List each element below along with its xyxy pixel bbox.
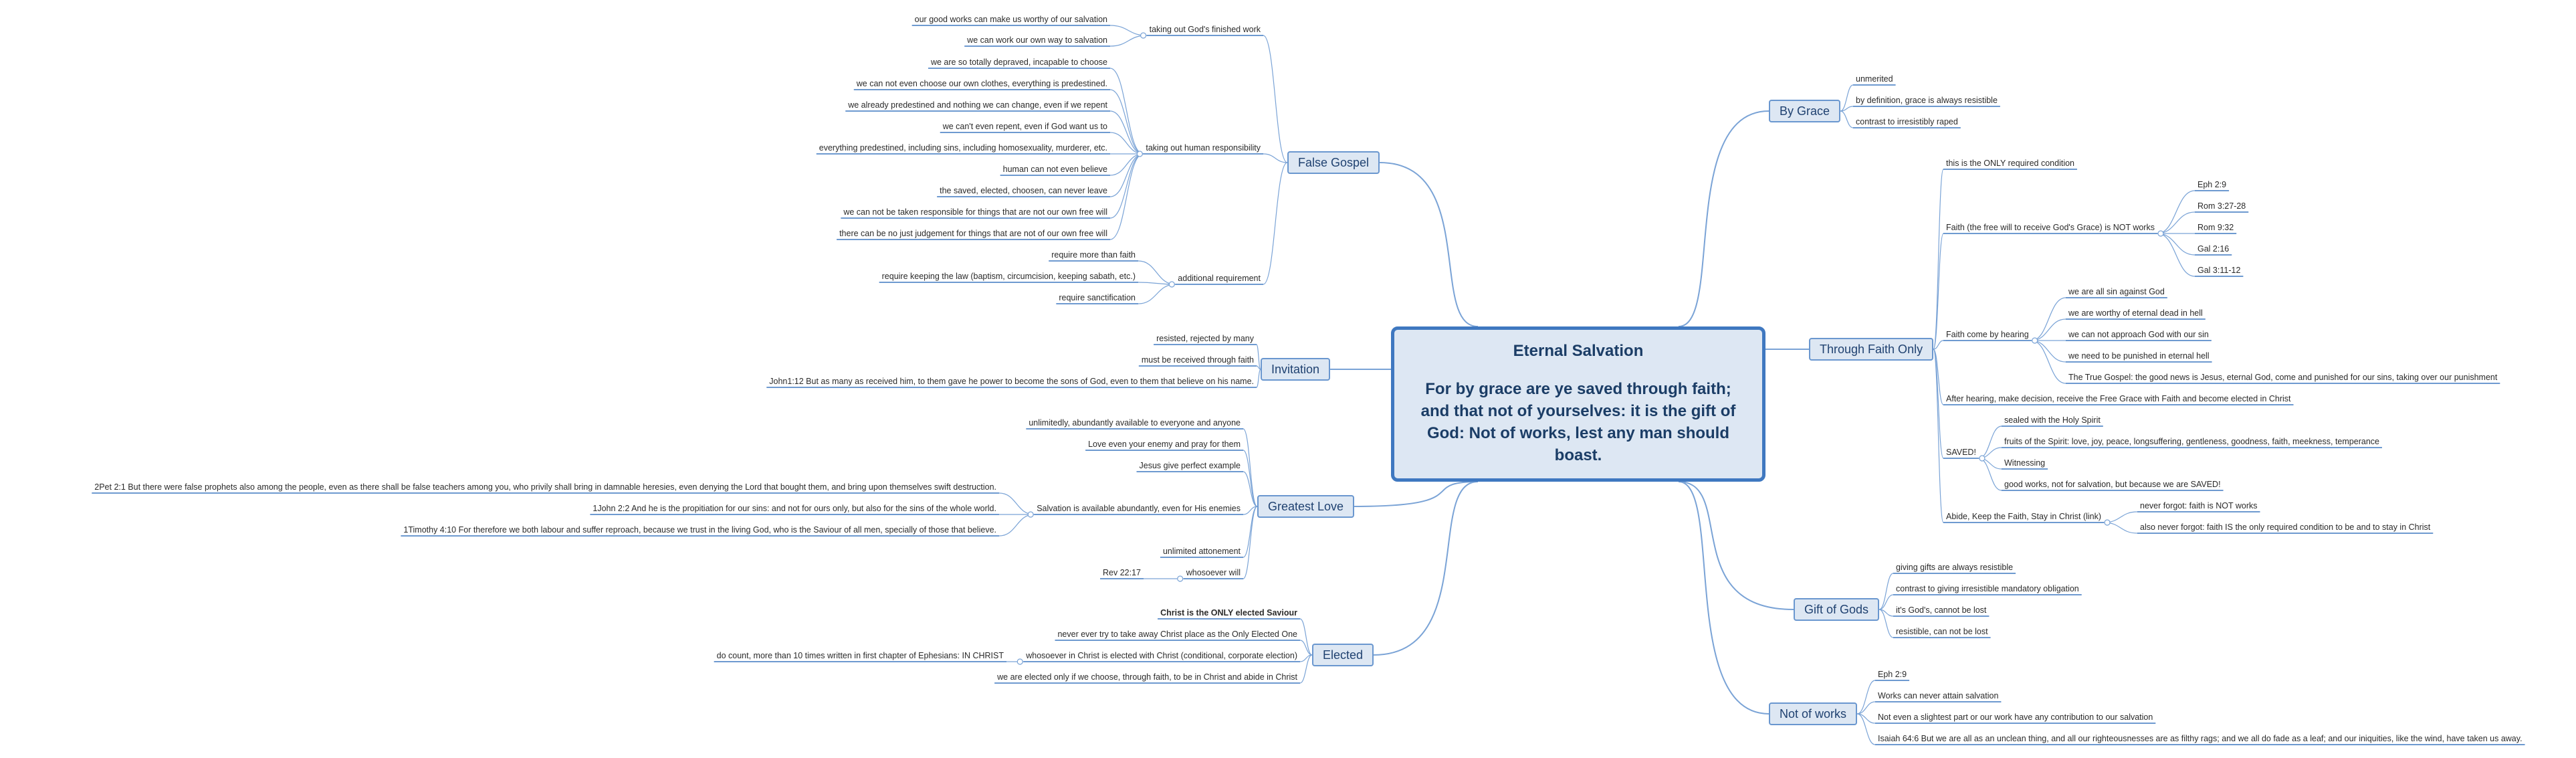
leaf-works-never-attain[interactable]: Works can never attain salvation <box>1878 691 1999 700</box>
leaf-john-1-12[interactable]: John1:12 But as many as received him, to… <box>769 377 1254 386</box>
leaf-need-punished[interactable]: we need to be punished in eternal hell <box>2068 351 2210 361</box>
leaf-contrast-raped[interactable]: contrast to irresistibly raped <box>1856 117 1958 126</box>
leaf-faith-not-works-reminder[interactable]: never forgot: faith is NOT works <box>2140 501 2258 510</box>
topic-invitation[interactable]: Invitation <box>1261 358 1331 381</box>
subtopic-taking-out-human-responsibility[interactable]: taking out human responsibility <box>1146 143 1261 153</box>
central-topic[interactable]: Eternal Salvation For by grace are ye sa… <box>1391 326 1765 482</box>
leaf-more-than-faith[interactable]: require more than faith <box>1051 250 1136 260</box>
leaf-never-take-away[interactable]: never ever try to take away Christ place… <box>1057 630 1297 639</box>
leaf-never-leave[interactable]: the saved, elected, choosen, can never l… <box>940 186 1107 195</box>
leaf-cannot-repent[interactable]: we can't even repent, even if God want u… <box>942 122 1107 131</box>
leaf-totally-depraved[interactable]: we are so totally depraved, incapable to… <box>930 58 1107 67</box>
leaf-true-gospel[interactable]: The True Gospel: the good news is Jesus,… <box>2068 373 2498 382</box>
leaf-faith-only-condition[interactable]: also never forgot: faith IS the only req… <box>2140 523 2431 532</box>
leaf-gal-2-16[interactable]: Gal 2:16 <box>2197 244 2230 254</box>
subtopic-additional-requirement[interactable]: additional requirement <box>1178 274 1261 283</box>
leaf-work-own-way[interactable]: we can work our own way to salvation <box>967 35 1107 45</box>
topic-not-of-works[interactable]: Not of works <box>1769 702 1858 725</box>
leaf-after-hearing[interactable]: After hearing, make decision, receive th… <box>1946 394 2291 403</box>
central-topic-verse: For by grace are ye saved through faith;… <box>1420 380 1736 464</box>
leaf-cannot-approach[interactable]: we can not approach God with our sin <box>2068 330 2209 339</box>
leaf-elected-if-choose[interactable]: we are elected only if we choose, throug… <box>997 672 1297 682</box>
leaf-rom-9-32[interactable]: Rom 9:32 <box>2197 223 2234 232</box>
topic-through-faith-only[interactable]: Through Faith Only <box>1809 338 1934 361</box>
leaf-sanctification[interactable]: require sanctification <box>1059 293 1136 302</box>
leaf-unlimitedly-available[interactable]: unlimitedly, abundantly available to eve… <box>1029 418 1241 428</box>
subtopic-whosoever-in-christ[interactable]: whosoever in Christ is elected with Chri… <box>1026 651 1297 660</box>
leaf-resistible-not-lost[interactable]: resistible, can not be lost <box>1896 627 1988 636</box>
leaf-grace-resistible[interactable]: by definition, grace is always resistibl… <box>1856 96 1998 105</box>
subtopic-faith-by-hearing[interactable]: Faith come by hearing <box>1946 330 2029 339</box>
subtopic-faith-not-works[interactable]: Faith (the free will to receive God's Gr… <box>1946 223 2155 232</box>
leaf-fruits-spirit[interactable]: fruits of the Spirit: love, joy, peace, … <box>2004 437 2379 446</box>
subtopic-saved[interactable]: SAVED! <box>1946 448 1976 457</box>
leaf-christ-only-elected[interactable]: Christ is the ONLY elected Saviour <box>1160 608 1297 618</box>
leaf-not-responsible[interactable]: we can not be taken responsible for thin… <box>843 207 1107 217</box>
topic-elected[interactable]: Elected <box>1312 644 1374 666</box>
leaf-cannot-be-lost[interactable]: it's God's, cannot be lost <box>1896 605 1987 615</box>
leaf-cannot-believe[interactable]: human can not even believe <box>1002 165 1107 174</box>
leaf-eph-2-9[interactable]: Eph 2:9 <box>2197 180 2227 189</box>
topic-by-grace[interactable]: By Grace <box>1769 100 1841 122</box>
subtopic-salvation-available[interactable]: Salvation is available abundantly, even … <box>1037 504 1241 513</box>
subtopic-whosoever-will[interactable]: whosoever will <box>1186 568 1241 577</box>
subtopic-abide[interactable]: Abide, Keep the Faith, Stay in Christ (l… <box>1946 512 2102 521</box>
leaf-resisted[interactable]: resisted, rejected by many <box>1156 334 1254 343</box>
leaf-rom-3-27[interactable]: Rom 3:27-28 <box>2197 201 2246 211</box>
leaf-gifts-resistible[interactable]: giving gifts are always resistible <box>1896 563 2014 572</box>
leaf-1john-2-2[interactable]: 1John 2:2 And he is the propitiation for… <box>593 504 996 513</box>
topic-gift-of-gods[interactable]: Gift of Gods <box>1794 598 1880 621</box>
leaf-good-works-saved[interactable]: good works, not for salvation, but becau… <box>2004 480 2221 489</box>
leaf-received-through-faith[interactable]: must be received through faith <box>1141 355 1254 365</box>
leaf-keeping-law[interactable]: require keeping the law (baptism, circum… <box>881 272 1136 281</box>
leaf-jesus-example[interactable]: Jesus give perfect example <box>1139 461 1241 470</box>
leaf-everything-predestined[interactable]: everything predestined, including sins, … <box>819 143 1107 153</box>
leaf-good-works-worthy[interactable]: our good works can make us worthy of our… <box>914 15 1107 24</box>
leaf-only-required-condition[interactable]: this is the ONLY required condition <box>1946 159 2075 168</box>
leaf-no-contribution[interactable]: Not even a slightest part or our work ha… <box>1878 713 2153 722</box>
leaf-cannot-choose-clothes[interactable]: we can not even choose our own clothes, … <box>856 79 1107 88</box>
leaf-isaiah-64-6[interactable]: Isaiah 64:6 But we are all as an unclean… <box>1878 734 2523 743</box>
leaf-2pet-2-1[interactable]: 2Pet 2:1 But there were false prophets a… <box>94 482 996 492</box>
leaf-love-enemy[interactable]: Love even your enemy and pray for them <box>1088 440 1241 449</box>
leaf-unmerited[interactable]: unmerited <box>1856 74 1893 84</box>
leaf-eph-2-9-works[interactable]: Eph 2:9 <box>1878 670 1907 679</box>
leaf-witnessing[interactable]: Witnessing <box>2004 458 2046 468</box>
topic-false-gospel[interactable]: False Gospel <box>1287 151 1380 174</box>
leaf-no-just-judgement[interactable]: there can be no just judgement for thing… <box>839 229 1107 238</box>
leaf-1timothy-4-10[interactable]: 1Timothy 4:10 For therefore we both labo… <box>403 525 996 535</box>
subtopic-taking-out-finished-work[interactable]: taking out God's finished work <box>1149 25 1261 34</box>
leaf-all-sin[interactable]: we are all sin against God <box>2068 287 2165 296</box>
leaf-unlimited-attonement[interactable]: unlimited attonement <box>1162 547 1241 556</box>
leaf-in-christ-count[interactable]: do count, more than 10 times written in … <box>716 651 1004 660</box>
leaf-worthy-eternal-dead[interactable]: we are worthy of eternal dead in hell <box>2068 308 2203 318</box>
central-topic-title: Eternal Salvation <box>1513 342 1644 360</box>
topic-greatest-love[interactable]: Greatest Love <box>1257 495 1355 518</box>
leaf-already-predestined[interactable]: we already predestined and nothing we ca… <box>848 100 1107 110</box>
leaf-gal-3-11[interactable]: Gal 3:11-12 <box>2197 266 2241 275</box>
leaf-sealed-holy-spirit[interactable]: sealed with the Holy Spirit <box>2004 415 2101 425</box>
leaf-rev-22-17[interactable]: Rev 22:17 <box>1103 568 1141 577</box>
leaf-contrast-obligation[interactable]: contrast to giving irresistible mandator… <box>1896 584 2079 593</box>
